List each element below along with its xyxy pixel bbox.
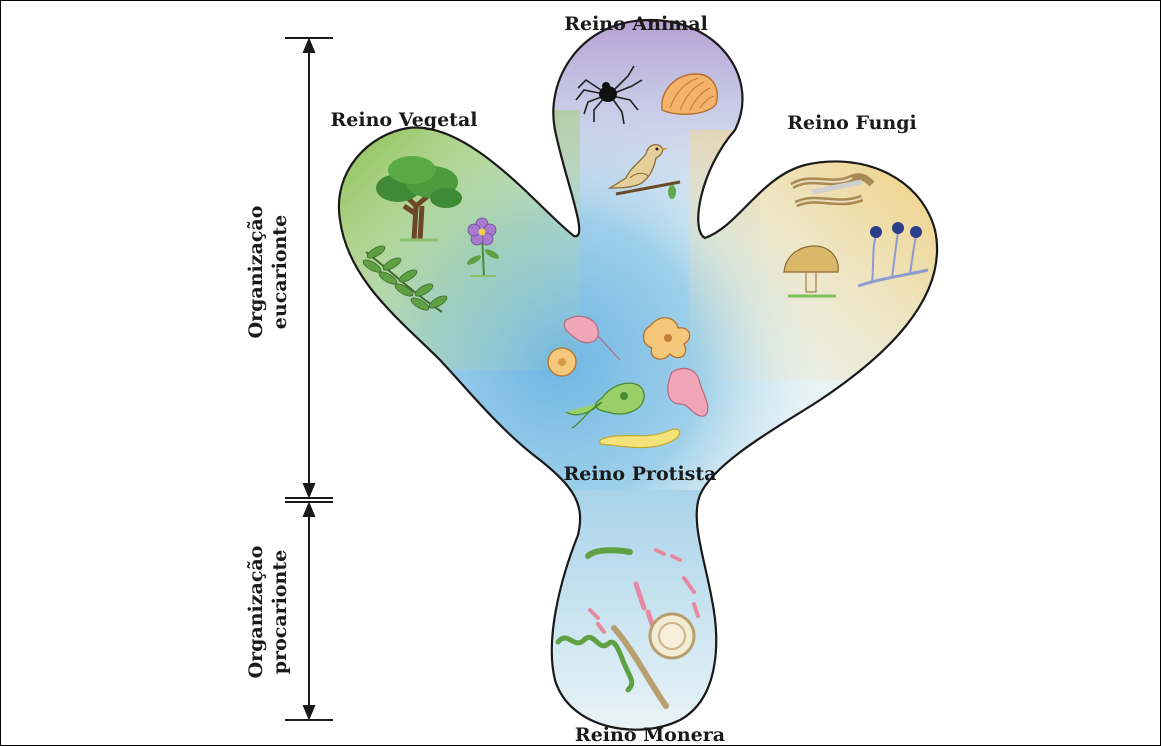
kingdom-label-vegetal: Reino Vegetal bbox=[331, 109, 478, 131]
prokaryote-range-bar bbox=[285, 502, 333, 720]
svg-text:Organização: Organização bbox=[245, 206, 267, 339]
kingdom-label-animal: Reino Animal bbox=[564, 13, 708, 35]
svg-text:Organização: Organização bbox=[245, 546, 267, 679]
svg-text:procarionte: procarionte bbox=[269, 550, 291, 674]
eukaryote-range-bar bbox=[285, 38, 333, 498]
kingdom-label-monera: Reino Monera bbox=[575, 724, 725, 746]
svg-text:eucarionte: eucarionte bbox=[269, 215, 291, 329]
prokaryote-label: Organização procarionte bbox=[245, 546, 291, 679]
eukaryote-label: Organização eucarionte bbox=[245, 206, 291, 339]
kingdom-label-protista: Reino Protista bbox=[564, 463, 717, 485]
kingdom-label-fungi: Reino Fungi bbox=[787, 112, 916, 134]
